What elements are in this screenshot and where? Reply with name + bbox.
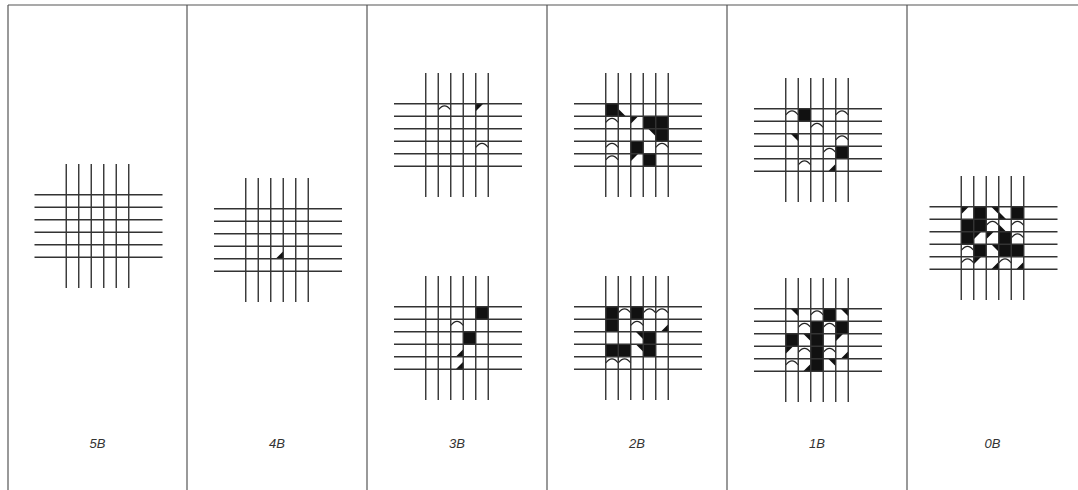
cross-hatch-grid [754,78,882,202]
class-label: 4B [269,436,285,451]
cross-hatch-grid [214,178,342,302]
cross-hatch-grid [754,278,882,402]
class-label: 3B [449,436,465,451]
class-label: 1B [809,436,825,451]
class-label: 2B [629,436,645,451]
cross-hatch-grid [35,164,163,288]
cross-hatch-grid [394,73,522,197]
cross-hatch-grid [574,73,702,197]
cross-hatch-grid [930,176,1058,300]
class-label: 0B [985,436,1001,451]
class-label: 5B [90,436,106,451]
cross-hatch-grid [394,276,522,400]
cross-hatch-grid [574,276,702,400]
